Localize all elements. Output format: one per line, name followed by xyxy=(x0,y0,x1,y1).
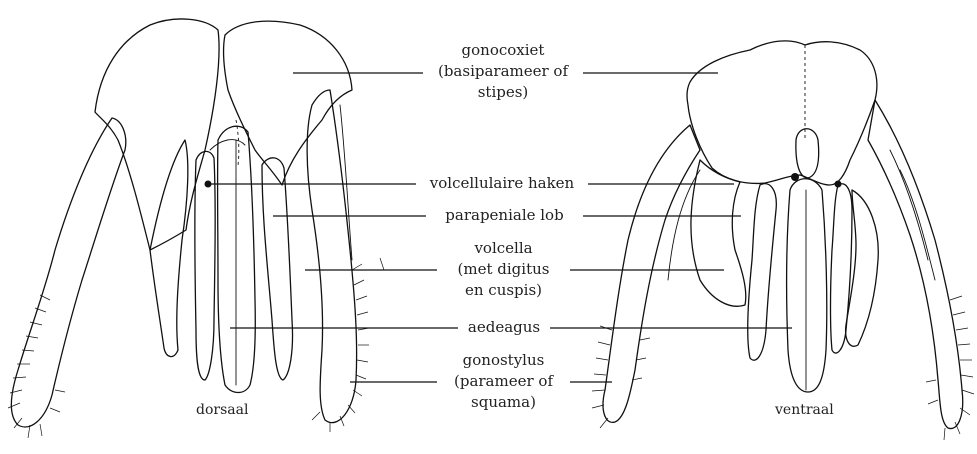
ventral-parapenial-left xyxy=(748,184,776,360)
dorsal-gonostylus-right-inner xyxy=(340,105,352,260)
dorsal-gonostylus-right xyxy=(307,90,357,423)
label-gonocoxiet: gonocoxiet (basiparameer of stipes) xyxy=(430,40,576,103)
dorsal-aedeagus-fold xyxy=(210,140,245,150)
label-parapeniale-lob: parapeniale lob xyxy=(426,205,583,226)
ventral-gonostylus-left xyxy=(603,125,700,422)
label-gonostylus-line-1: gonostylus xyxy=(437,350,570,371)
view-label-ventraal: ventraal xyxy=(775,402,834,418)
label-gonostylus-line-3: squama) xyxy=(437,392,570,413)
ventral-view-drawing xyxy=(592,41,974,440)
label-gonostylus: gonostylus (parameer of squama) xyxy=(437,350,570,413)
ventral-gonostylus-right xyxy=(868,100,963,429)
view-label-dorsaal: dorsaal xyxy=(196,402,248,418)
label-volcella-line-3: en cuspis) xyxy=(437,280,570,301)
label-volcella: volcella (met digitus en cuspis) xyxy=(437,238,570,301)
ventral-hairs-left xyxy=(592,326,650,428)
label-parapeniale-line-1: parapeniale lob xyxy=(426,205,583,226)
ventral-parapenial-right xyxy=(831,184,853,353)
ventral-aedeagus xyxy=(787,179,827,392)
label-volcella-line-2: (met digitus xyxy=(437,259,570,280)
dorsal-parapenial-right xyxy=(262,158,293,380)
label-gonostylus-line-2: (parameer of xyxy=(437,371,570,392)
dorsal-volcellular-hook xyxy=(205,181,212,188)
dorsal-hairs-left xyxy=(8,295,65,438)
label-gonocoxiet-line-2: (basiparameer of xyxy=(430,61,576,82)
dorsal-volcella-left xyxy=(150,140,188,357)
label-volcella-line-1: volcella xyxy=(437,238,570,259)
dorsal-gonocoxite-right xyxy=(224,21,352,185)
ventral-volcellular-hook-left xyxy=(791,173,799,181)
label-volcellulaire-haken: volcellulaire haken xyxy=(416,173,588,194)
ventral-gonocoxite xyxy=(687,41,877,185)
ventral-hairs-right xyxy=(926,296,974,440)
label-gonocoxiet-line-1: gonocoxiet xyxy=(430,40,576,61)
ventral-aedeagus-top xyxy=(796,129,819,178)
ventral-volcella-left xyxy=(691,160,746,306)
label-aedeagus: aedeagus xyxy=(458,317,550,338)
dorsal-gonostylus-left xyxy=(11,118,126,427)
label-volcellulaire-line-1: volcellulaire haken xyxy=(416,173,588,194)
label-aedeagus-line-1: aedeagus xyxy=(458,317,550,338)
ventral-volcellular-hook-right xyxy=(835,181,842,188)
dorsal-view-drawing xyxy=(8,19,384,438)
label-gonocoxiet-line-3: stipes) xyxy=(430,82,576,103)
